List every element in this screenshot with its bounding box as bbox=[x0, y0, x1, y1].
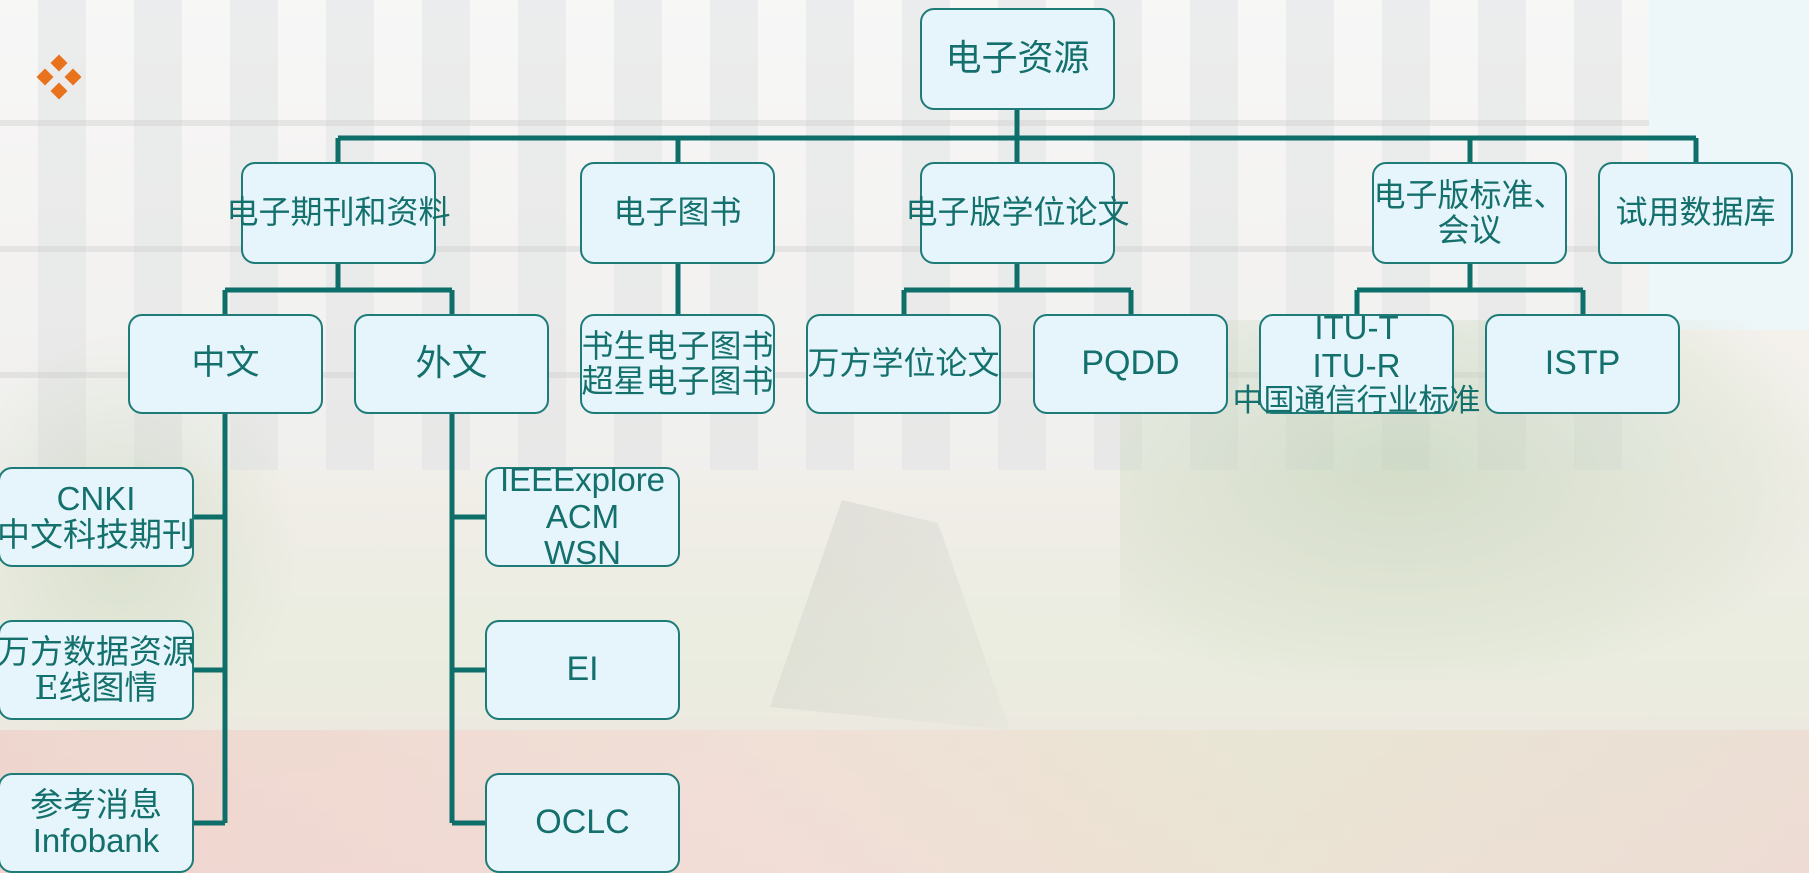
connector-standards bbox=[1354, 264, 1586, 314]
connector-journals bbox=[222, 264, 455, 314]
db-cnki: CNKI 中文科技期刊 bbox=[0, 467, 195, 567]
node-wanfang-theses: 万方学位论文 bbox=[806, 314, 1001, 414]
db-ieee-acm-wsn: IEEExplore ACM WSN bbox=[485, 461, 680, 571]
db-oclc: OCLC bbox=[485, 773, 680, 873]
node-foreign: 外文 bbox=[354, 314, 549, 414]
category-journals: 电子期刊和资料 bbox=[227, 162, 451, 264]
diamond-bullet-icon bbox=[36, 54, 82, 100]
category-trial: 试用数据库 bbox=[1598, 162, 1793, 264]
node-itu-standards: ITU-T ITU-R 中国通信行业标准 bbox=[1232, 309, 1481, 419]
category-ebooks: 电子图书 bbox=[580, 162, 775, 264]
category-standards: 电子版标准、 会议 bbox=[1372, 162, 1567, 264]
node-pqdd: PQDD bbox=[1033, 314, 1228, 414]
root-node: 电子资源 bbox=[920, 8, 1115, 110]
node-ebook-list: 书生电子图书 超星电子图书 bbox=[580, 314, 775, 414]
db-cankao-infobank: 参考消息 Infobank bbox=[0, 773, 194, 873]
connector-root bbox=[335, 110, 1699, 162]
node-chinese: 中文 bbox=[128, 314, 323, 414]
db-wanfang: 万方数据资源 E线图情 bbox=[0, 620, 195, 720]
category-theses: 电子版学位论文 bbox=[906, 162, 1130, 264]
db-ei: EI bbox=[485, 620, 680, 720]
connector-foreign bbox=[449, 414, 485, 826]
connector-theses bbox=[901, 264, 1134, 314]
node-istp: ISTP bbox=[1485, 314, 1680, 414]
connector-chinese bbox=[194, 414, 228, 826]
